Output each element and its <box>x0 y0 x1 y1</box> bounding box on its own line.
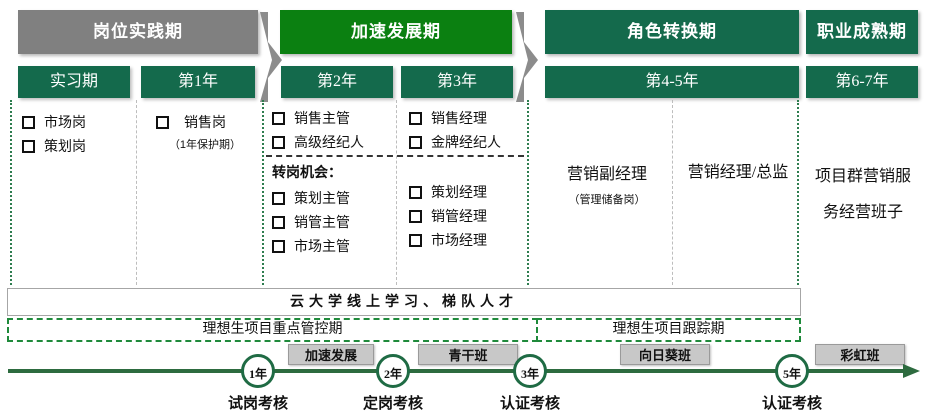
checkbox-square-icon <box>272 111 285 125</box>
checkbox-square-icon <box>272 191 285 205</box>
divider-accelerate-role <box>527 100 529 285</box>
list-item: 高级经纪人 <box>272 132 396 152</box>
column-year3-transfer: 策划经理 销管经理 市场经理 <box>409 182 533 254</box>
timeline-node-5y[interactable]: 5年 <box>775 354 809 388</box>
checkbox-square-icon <box>272 239 285 253</box>
list-item: 销管主管 <box>272 212 396 232</box>
phase-banner-accelerate: 加速发展期 <box>280 10 512 54</box>
timeline-badge-rainbow-class[interactable]: 彩虹班 <box>815 344 905 365</box>
list-item: 销售主管 <box>272 108 396 128</box>
list-item: 市场岗 <box>22 112 132 132</box>
timeline-node-label-2y: 定岗考核 <box>362 396 423 412</box>
year-bar-intern: 实习期 <box>18 66 130 98</box>
checkbox-square-icon <box>156 115 169 129</box>
timeline-badge-sunflower-class[interactable]: 向日葵班 <box>620 344 710 365</box>
band-control-period: 理想生项目重点管控期 <box>7 318 538 342</box>
checkbox-square-icon <box>409 111 422 125</box>
band-tracking-period: 理想生项目跟踪期 <box>536 318 801 342</box>
timeline-axis <box>8 364 920 378</box>
checkbox-square-icon <box>272 215 285 229</box>
chevron-right-icon-1 <box>260 12 282 102</box>
role-title-manager-director: 营销经理/总监 <box>687 164 789 181</box>
list-item: 金牌经纪人 <box>409 132 533 152</box>
timeline-node-label-5y: 认证考核 <box>761 396 822 412</box>
list-item: 策划经理 <box>409 182 533 202</box>
role-title-group-line2: 务经营班子 <box>822 204 903 221</box>
timeline-badge-youth-class[interactable]: 青干班 <box>418 344 518 365</box>
column-intern: 市场岗 策划岗 <box>22 112 132 160</box>
band-cloud-university: 云大学线上学习、梯队人才 <box>7 288 801 316</box>
list-item: 市场经理 <box>409 230 533 250</box>
list-item: 策划岗 <box>22 136 132 156</box>
list-item: 市场主管 <box>272 236 396 256</box>
divider-intern-year1 <box>136 100 137 285</box>
list-item: 销售经理 <box>409 108 533 128</box>
phase-banner-practice: 岗位实践期 <box>18 10 258 54</box>
phase-banner-mature: 职业成熟期 <box>806 10 918 54</box>
list-item: 销售岗 <box>152 112 262 132</box>
year-bar-year45: 第4-5年 <box>545 66 799 98</box>
year-bar-year67: 第6-7年 <box>806 66 918 98</box>
checkbox-square-icon <box>409 135 422 149</box>
divider-transfer-opportunity <box>266 155 524 157</box>
column-year67: 项目群营销服 务经营班子 <box>806 162 920 222</box>
divider-year45-split <box>672 100 673 285</box>
list-item: 销管经理 <box>409 206 533 226</box>
column-year45-right: 营销经理/总监 <box>678 158 798 182</box>
checkbox-square-icon <box>272 135 285 149</box>
timeline-badge-accelerate-dev[interactable]: 加速发展 <box>288 344 374 365</box>
column-year45-left: 营销副经理 （管理储备岗） <box>545 160 669 207</box>
chevron-right-icon-2 <box>516 12 538 102</box>
column-year2-transfer: 转岗机会： 策划主管 销管主管 市场主管 <box>272 162 396 260</box>
timeline-node-1y[interactable]: 1年 <box>241 354 275 388</box>
list-item: 策划主管 <box>272 188 396 208</box>
column-year1: 销售岗 （1年保护期） <box>152 112 262 152</box>
checkbox-square-icon <box>22 115 35 129</box>
role-title-group-line1: 项目群营销服 <box>814 168 911 185</box>
timeline-node-label-3y: 认证考核 <box>499 396 560 412</box>
year-bar-year3: 第3年 <box>401 66 513 98</box>
column-year3: 销售经理 金牌经纪人 <box>409 108 533 156</box>
timeline-node-3y[interactable]: 3年 <box>513 354 547 388</box>
divider-role-mature <box>797 100 799 285</box>
role-title-vice-manager: 营销副经理 <box>566 166 647 183</box>
checkbox-square-icon <box>409 185 422 199</box>
role-note-reserve: （管理储备岗） <box>568 194 646 206</box>
transfer-opportunity-title: 转岗机会： <box>272 166 342 181</box>
year-bar-year1: 第1年 <box>141 66 255 98</box>
year-bar-year2: 第2年 <box>281 66 393 98</box>
year1-note: （1年保护期） <box>168 139 242 151</box>
checkbox-square-icon <box>409 233 422 247</box>
checkbox-square-icon <box>22 139 35 153</box>
timeline-node-2y[interactable]: 2年 <box>376 354 410 388</box>
timeline-node-label-1y: 试岗考核 <box>227 396 288 412</box>
checkbox-square-icon <box>409 209 422 223</box>
divider-practice-accelerate <box>262 100 264 285</box>
column-year2: 销售主管 高级经纪人 <box>272 108 396 156</box>
divider-left-dotted <box>10 100 12 285</box>
phase-banner-role-change: 角色转换期 <box>545 10 799 54</box>
divider-year2-year3 <box>396 100 397 285</box>
